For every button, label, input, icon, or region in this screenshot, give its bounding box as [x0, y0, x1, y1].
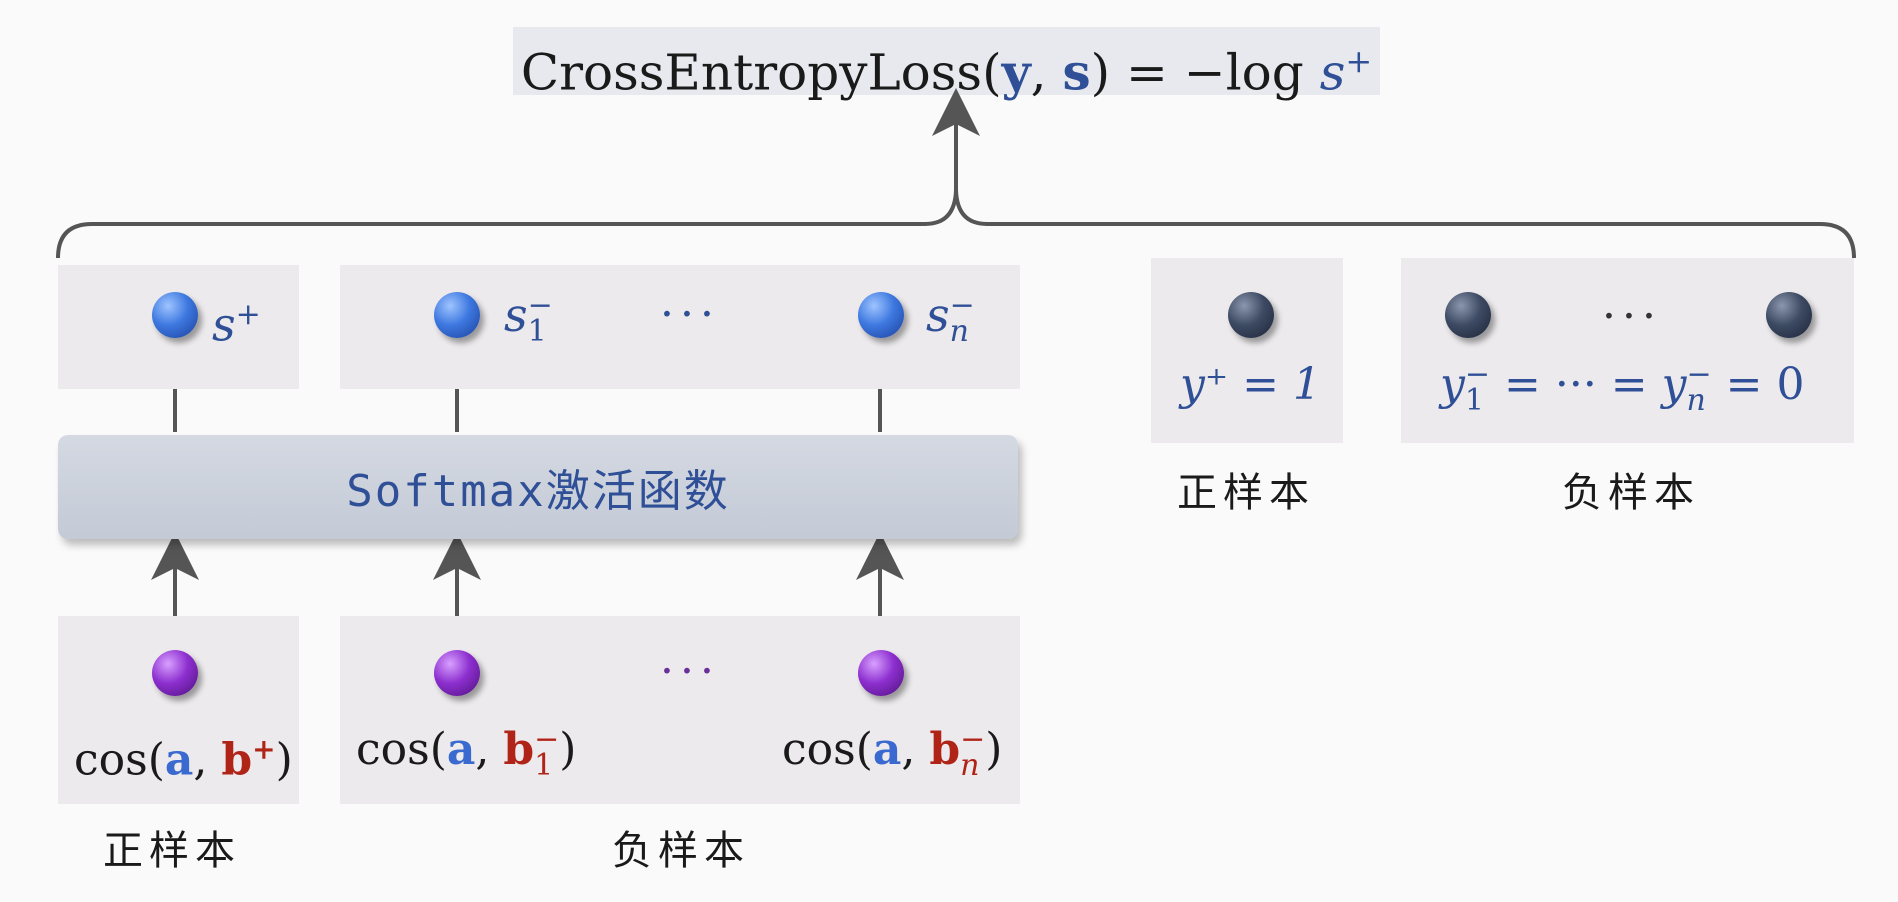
loss-rest: ) = −log — [1090, 43, 1320, 102]
score-label-negative-1: s−1 — [504, 288, 553, 349]
label-positive-right: 正样本 — [1177, 470, 1315, 516]
score-ellipsis: ··· — [660, 289, 720, 340]
cos-label-positive: cos(a, b+) — [74, 733, 293, 786]
target-node-negative-n — [1766, 292, 1812, 338]
loss-fn-name: CrossEntropyLoss( — [520, 43, 1002, 102]
softmax-block: Softmax激活函数 — [58, 435, 1018, 539]
target-ellipsis: ··· — [1602, 291, 1662, 342]
grouping-brace — [56, 189, 1856, 259]
cos-node-negative-1 — [434, 650, 480, 696]
score-label-negative-n: s−n — [926, 288, 975, 349]
score-node-negative-1 — [434, 292, 480, 338]
target-label-positive: y⁺ = 1 — [1180, 359, 1321, 410]
score-label-positive: s+ — [212, 297, 261, 352]
softmax-label: Softmax激活函数 — [346, 466, 730, 517]
label-negative-bottom: 负样本 — [612, 828, 750, 874]
loss-formula: CrossEntropyLoss(y, s) = −log s+ — [513, 27, 1380, 102]
loss-s-plus-sup: + — [1345, 42, 1373, 80]
loss-s-plus: s — [1319, 43, 1346, 102]
loss-y: y — [1001, 42, 1031, 102]
cos-label-negative-n: cos(a, b−n) — [782, 721, 1003, 783]
cos-box-negative — [340, 616, 1020, 804]
loss-comma: , — [1030, 43, 1063, 102]
label-negative-right: 负样本 — [1562, 470, 1700, 516]
target-node-positive — [1228, 292, 1274, 338]
loss-s: s — [1062, 42, 1091, 102]
cos-ellipsis: ··· — [660, 646, 720, 697]
target-box-positive — [1151, 258, 1343, 443]
target-node-negative-1 — [1445, 292, 1491, 338]
target-label-negative: y−1 = ··· = y−n = 0 — [1440, 356, 1805, 418]
cos-box-positive — [58, 616, 299, 804]
cos-node-negative-n — [858, 650, 904, 696]
cos-node-positive — [152, 650, 198, 696]
label-positive-bottom: 正样本 — [103, 828, 241, 874]
score-node-positive — [152, 292, 198, 338]
target-box-negative — [1401, 258, 1854, 443]
cos-label-negative-1: cos(a, b−1) — [356, 721, 577, 783]
score-node-negative-n — [858, 292, 904, 338]
